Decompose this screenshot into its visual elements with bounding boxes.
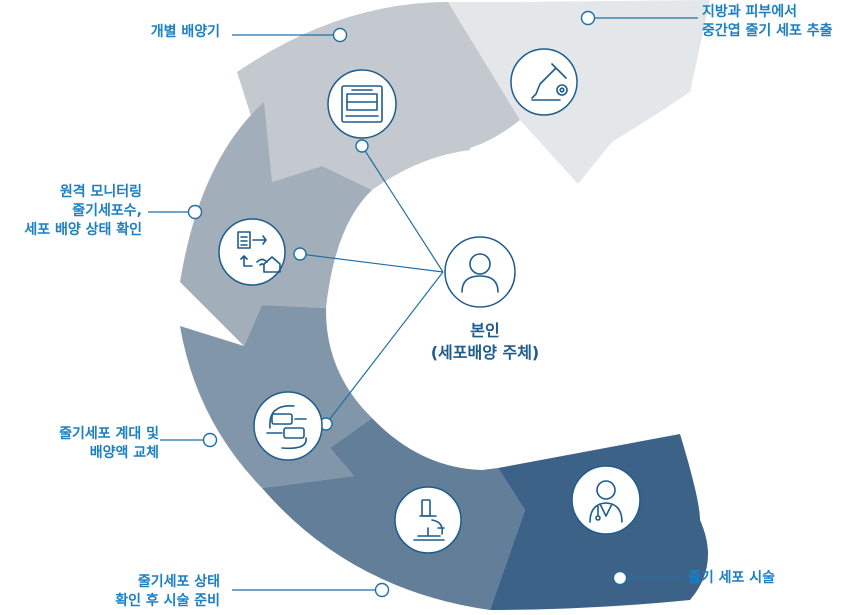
segment-preparation	[262, 418, 525, 610]
microscope-icon	[394, 486, 462, 554]
label-culture: 개별 배양기	[150, 24, 220, 40]
spoke-line-2	[299, 253, 444, 273]
center-label: 본인 (세포배양 주체)	[400, 320, 570, 364]
remote-monitor-icon	[218, 218, 286, 286]
exchange-icon	[253, 391, 323, 461]
incubator-icon	[327, 69, 397, 139]
leader-dot-preparation	[374, 582, 390, 598]
leader-dot-procedure	[612, 570, 628, 586]
pipette-cell-icon	[510, 48, 578, 116]
doctor-icon	[571, 465, 641, 535]
spoke-dot-2	[293, 247, 307, 261]
spoke-line-1	[361, 145, 444, 273]
spoke-line-3	[325, 271, 444, 425]
segment-monitoring	[180, 102, 372, 346]
spoke-dot-1	[355, 139, 369, 153]
label-procedure: 줄기 세포 시술	[688, 570, 776, 586]
leader-dot-extraction	[580, 10, 596, 26]
center-title: 본인	[470, 321, 500, 340]
leader-dot-monitoring	[187, 204, 203, 220]
segment-extraction	[448, 0, 710, 184]
leader-dot-passage	[202, 432, 218, 448]
center-subtitle: (세포배양 주체)	[430, 343, 540, 362]
leader-dot-culture	[332, 27, 348, 43]
person-icon	[444, 236, 516, 308]
